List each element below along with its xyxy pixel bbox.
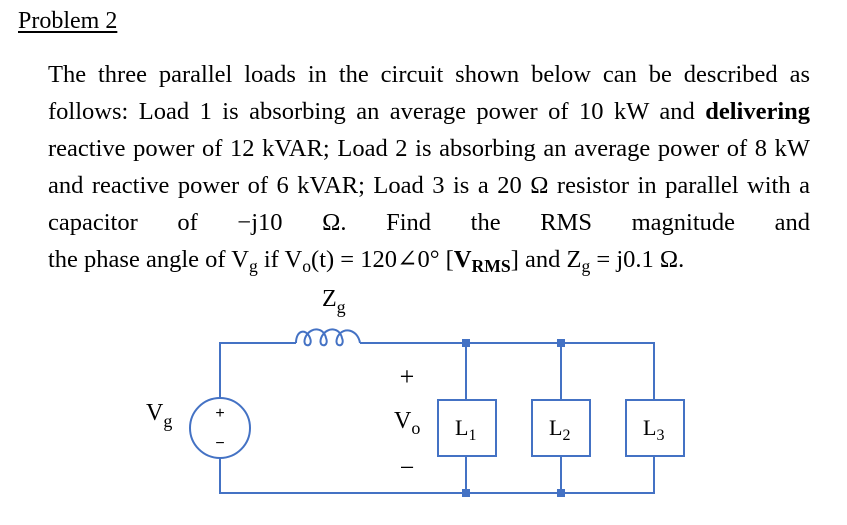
zg-label: Zg <box>322 286 346 317</box>
node-dot <box>462 339 470 347</box>
node-dots <box>462 339 565 497</box>
load-2-label: L2 <box>549 415 570 444</box>
load-3-box <box>625 399 685 457</box>
vo-plus: + <box>400 362 415 391</box>
voltage-source-circle <box>189 397 251 459</box>
vo-minus: − <box>400 453 415 482</box>
statement-line-2: follows: Load 1 is absorbing an average … <box>48 98 695 125</box>
statement-line-3: delivering reactive power of 12 kVAR; Lo… <box>48 98 810 162</box>
source-minus: − <box>215 435 224 452</box>
load-2-box <box>531 399 591 457</box>
statement-line-6: the phase angle of Vg if Vo(t) = 120∠0° … <box>48 246 685 276</box>
node-dot <box>462 489 470 497</box>
source-plus: + <box>215 405 224 422</box>
wire-bottom <box>219 458 655 494</box>
statement-line-1: The three parallel loads in the circuit … <box>48 61 810 88</box>
emphasis-delivering: delivering <box>705 98 810 125</box>
statement-line-4: power of 8 kW and reactive power of 6 kV… <box>48 135 810 199</box>
node-dot <box>557 339 565 347</box>
vg-label: Vg <box>146 400 172 431</box>
problem-statement: The three parallel loads in the circuit … <box>48 56 810 278</box>
node-dot <box>557 489 565 497</box>
inductor-coil <box>295 328 361 347</box>
load-1-label: L1 <box>455 415 476 444</box>
problem-heading: Problem 2 <box>18 8 118 34</box>
load-3-label: L3 <box>643 415 664 444</box>
vo-label: Vo <box>394 408 420 438</box>
circuit-wires <box>189 328 685 494</box>
statement-line-5: in parallel with a capacitor of −j10 Ω. … <box>48 172 810 236</box>
load-1-box <box>437 399 497 457</box>
